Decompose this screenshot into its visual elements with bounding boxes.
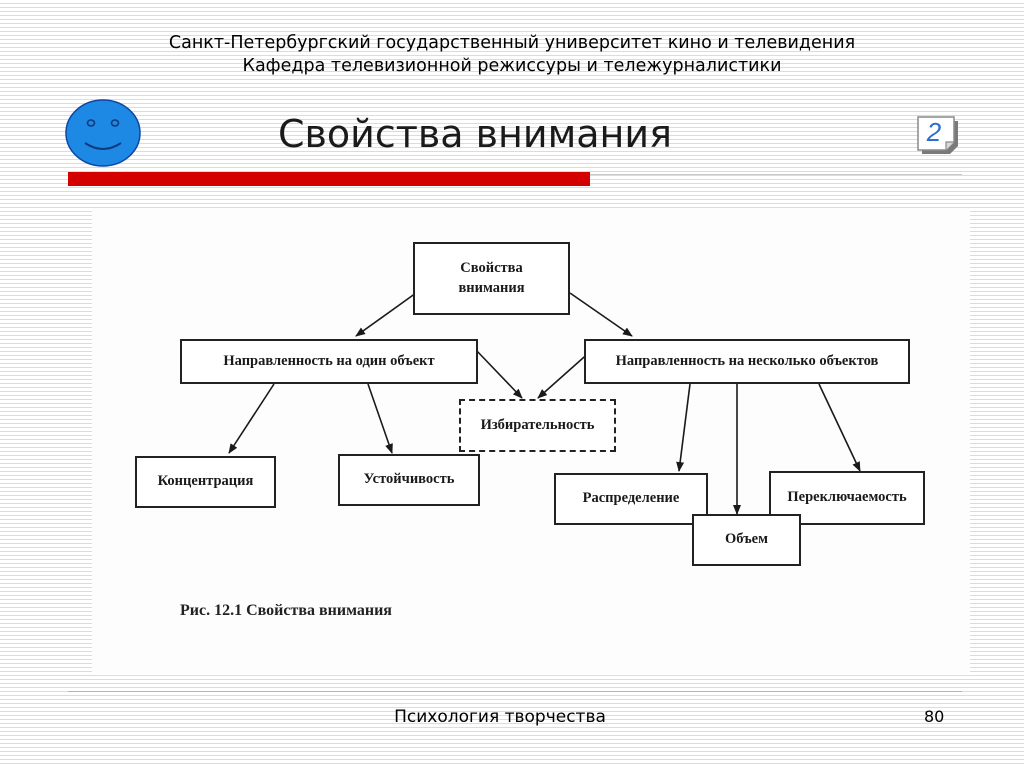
arrow-single-to-selectivity (475, 349, 523, 399)
smiley-icon (65, 99, 141, 167)
diagram-figure: Свойства внимания Направленность на один… (92, 208, 970, 674)
accent-bar (68, 172, 590, 186)
node-stability: Устойчивость (338, 454, 480, 506)
slide-title: Свойства внимания (278, 112, 672, 156)
diagram-arrows (228, 292, 861, 515)
node-root-line2: внимания (458, 279, 525, 296)
arrow-multiple-to-selectivity (537, 349, 593, 399)
node-multiple-objects-focus: Направленность на несколько объектов (584, 339, 910, 384)
figure-caption: Рис. 12.1 Свойства внимания (180, 602, 392, 619)
arrow-multiple-to-switching (818, 383, 861, 472)
arrow-single-to-stability (367, 383, 393, 454)
node-attention-properties: Свойства внимания (413, 242, 570, 315)
footer-subject: Психология творчества (394, 707, 606, 727)
node-concentration: Концентрация (135, 456, 276, 508)
page-number: 80 (924, 707, 945, 726)
node-selectivity: Избирательность (459, 399, 616, 452)
department-name: Кафедра телевизионной режиссуры и тележу… (242, 56, 782, 76)
node-root-line1: Свойства (460, 259, 523, 276)
node-distribution: Распределение (554, 473, 708, 525)
arrow-root-to-single (355, 292, 417, 337)
university-name: Санкт-Петербургский государственный унив… (168, 33, 856, 53)
badge-number: 2 (926, 117, 942, 147)
node-single-object-focus: Направленность на один объект (180, 339, 478, 384)
arrow-multiple-to-distribution (676, 383, 691, 472)
title-divider (590, 174, 962, 175)
node-volume: Объем (692, 514, 801, 566)
arrow-root-to-multiple (569, 292, 633, 337)
footer-divider (68, 691, 962, 692)
page-badge-icon: 2 (917, 116, 958, 154)
arrow-single-to-concentration (228, 383, 275, 454)
